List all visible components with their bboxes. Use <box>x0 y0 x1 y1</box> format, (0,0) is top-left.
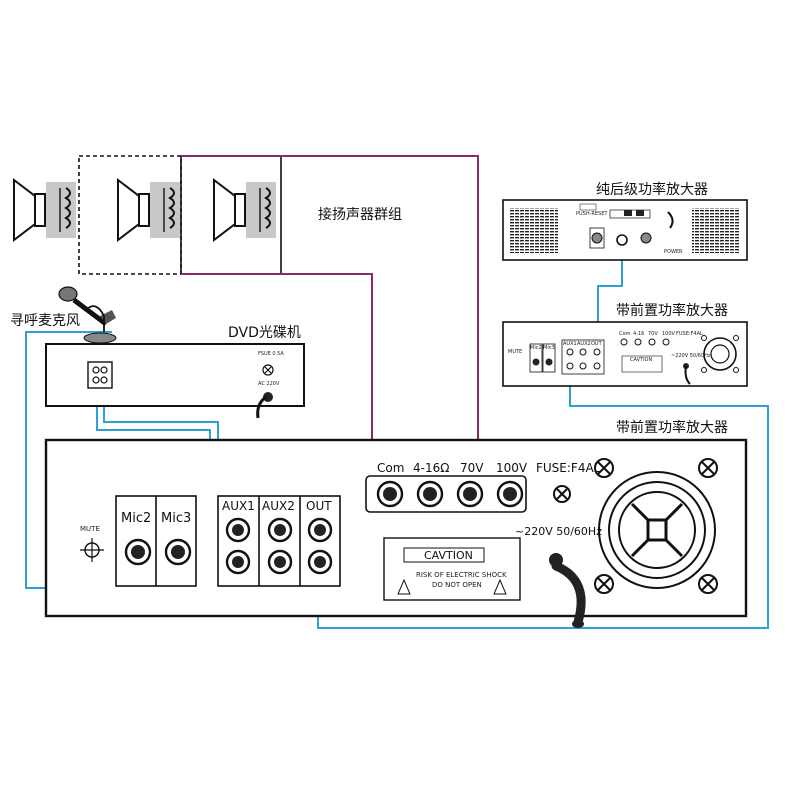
small-amp-aux2-label: AUX2 <box>577 341 591 347</box>
70v-label: 70V <box>460 461 484 475</box>
speaker-icon <box>117 177 180 243</box>
aux1-jack-bottom[interactable] <box>225 549 251 575</box>
mic3-label: Mic3 <box>161 511 192 526</box>
speaker-icon <box>213 177 276 243</box>
aux1-label: AUX1 <box>222 499 255 513</box>
small-pre-amp-unit <box>502 321 748 387</box>
dvd-ac-label: AC 220V <box>258 381 280 387</box>
com-label: Com <box>377 461 405 475</box>
fan-screw-icon <box>594 458 614 478</box>
out-jack-bottom[interactable] <box>307 549 333 575</box>
dvd-player <box>45 343 305 419</box>
dvd-fuse-label: FSUE 0.5A <box>258 351 284 357</box>
aux2-jack-bottom[interactable] <box>267 549 293 575</box>
speaker-group <box>13 155 282 275</box>
small-amp-ohm-label: 4-16 <box>633 331 645 337</box>
power-amp-label: 纯后级功率放大器 <box>596 182 708 198</box>
small-amp-mic2-label: Mic2 <box>530 345 542 351</box>
small-pre-amp-label: 带前置功率放大器 <box>616 303 728 319</box>
com-terminal[interactable] <box>376 480 404 508</box>
fan-screw-icon <box>698 574 718 594</box>
paging-mic-icon <box>58 286 117 344</box>
do-not-open-label: DO NOT OPEN <box>432 581 482 589</box>
small-amp-70v-label: 70V <box>648 331 658 337</box>
out-jack-top[interactable] <box>307 517 333 543</box>
fuse-icon <box>553 485 571 503</box>
small-amp-com-label: Com <box>619 331 631 337</box>
100v-terminal[interactable] <box>496 480 524 508</box>
ohm-terminal[interactable] <box>416 480 444 508</box>
mic3-jack[interactable] <box>164 538 192 566</box>
mic2-jack[interactable] <box>124 538 152 566</box>
main-amp-mute-label: MUTE <box>80 525 100 533</box>
out-label: OUT <box>306 499 332 513</box>
power-amp-right-label: POWER <box>664 249 683 255</box>
70v-terminal[interactable] <box>456 480 484 508</box>
fan-screw-icon <box>594 574 614 594</box>
small-amp-mute-label: MUTE <box>508 349 523 355</box>
small-amp-fuse-label: FUSE:F4AL <box>676 331 703 337</box>
paging-mic-label: 寻呼麦克风 <box>10 313 80 329</box>
main-amp-unit <box>44 438 748 628</box>
mic2-label: Mic2 <box>121 511 152 526</box>
speaker-terminal-panel <box>365 475 527 513</box>
aux2-label: AUX2 <box>262 499 295 513</box>
caution-label: CAVTION <box>424 549 473 562</box>
warning-icon <box>493 578 507 595</box>
aux2-jack-top[interactable] <box>267 517 293 543</box>
power-amp-unit <box>502 199 748 261</box>
small-amp-out-label: OUT <box>591 341 602 347</box>
small-amp-power-label: ~220V 50/60Hz <box>671 353 711 359</box>
small-amp-100v-label: 100V <box>662 331 675 337</box>
fuse-label: FUSE:F4AL <box>536 461 601 475</box>
mute-switch-icon <box>80 538 104 562</box>
speaker-icon <box>13 177 76 243</box>
100v-label: 100V <box>496 461 528 475</box>
dvd-player-label: DVD光碟机 <box>228 325 301 341</box>
power-cord-icon <box>549 553 586 628</box>
fan-screw-icon <box>698 458 718 478</box>
warning-icon <box>397 578 411 595</box>
risk-label: RISK OF ELECTRIC SHOCK <box>416 571 507 579</box>
small-amp-mic3-label: Mic3 <box>543 345 555 351</box>
small-amp-aux1-label: AUX1 <box>563 341 577 347</box>
aux1-jack-top[interactable] <box>225 517 251 543</box>
main-amp-label: 带前置功率放大器 <box>616 420 728 436</box>
power-amp-left-label: PUSH-RESET <box>576 211 608 217</box>
power-spec-label: ~220V 50/60Hz <box>515 525 602 538</box>
small-amp-caution-label: CAVTION <box>630 357 653 363</box>
speaker-group-label: 接扬声器群组 <box>318 207 402 223</box>
ohm-label: 4-16Ω <box>413 461 450 475</box>
fan-grille-icon <box>598 471 716 589</box>
